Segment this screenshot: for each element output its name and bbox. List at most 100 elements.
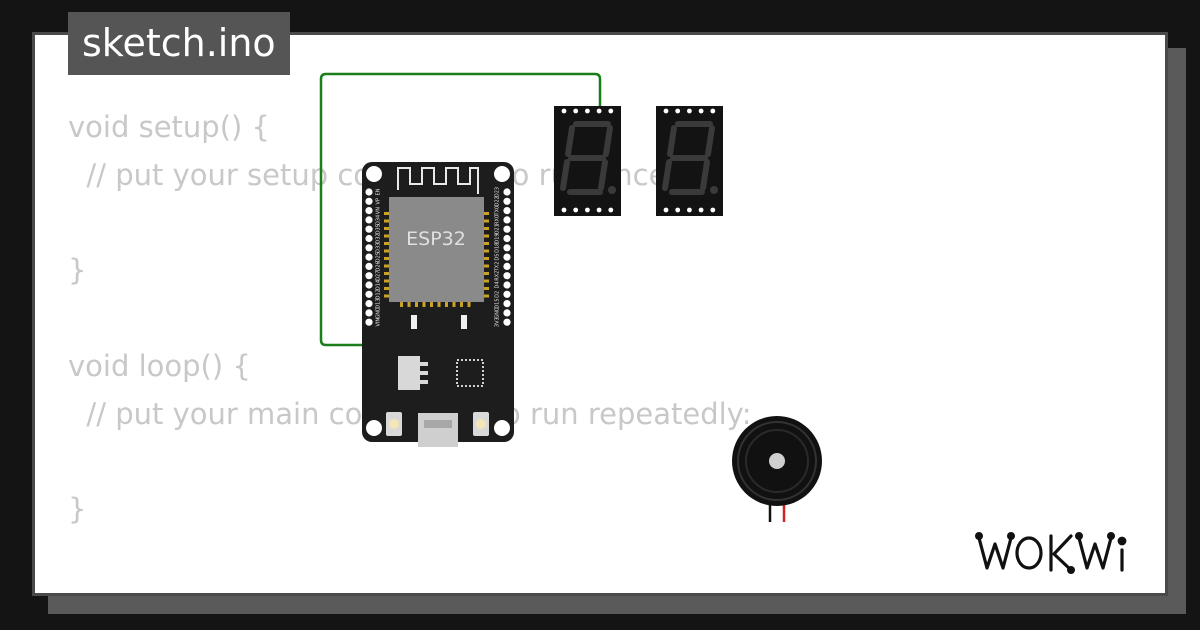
pin-label: VIN — [376, 318, 382, 327]
decimal-point — [608, 186, 616, 194]
header-pin[interactable] — [503, 188, 511, 196]
display-pin[interactable] — [698, 108, 704, 114]
display-segment — [603, 125, 613, 157]
pin-label: D27 — [376, 271, 382, 281]
pin-label: EN — [376, 188, 382, 195]
pin-label: VP — [376, 198, 382, 204]
header-pin[interactable] — [365, 281, 373, 289]
display-segment — [705, 125, 715, 157]
header-pin[interactable] — [503, 290, 511, 298]
pin-label: D22 — [495, 196, 501, 206]
pin-label: 3V3 — [495, 317, 501, 327]
header-pin[interactable] — [503, 234, 511, 243]
display-pin[interactable] — [585, 108, 590, 114]
display-segment — [667, 125, 677, 157]
header-pin[interactable] — [503, 318, 511, 326]
display-pin[interactable] — [710, 207, 716, 213]
header-pin[interactable] — [365, 197, 373, 205]
header-pin[interactable] — [365, 188, 373, 196]
code-line: } — [68, 492, 87, 527]
header-pin[interactable] — [503, 244, 511, 252]
pin-label: RX0 — [495, 215, 501, 225]
wire[interactable] — [319, 72, 602, 347]
pin-label: D26 — [376, 261, 382, 271]
header-pin[interactable] — [365, 290, 373, 298]
pin-label: D19 — [495, 233, 501, 243]
pin-label: GND — [376, 307, 382, 319]
code-line: } — [68, 253, 87, 288]
display-pin[interactable] — [710, 108, 716, 114]
pin-label: D5 — [495, 254, 501, 261]
header-pin[interactable] — [503, 309, 511, 317]
pin-label: D2 — [495, 291, 501, 298]
display-pin[interactable] — [573, 108, 579, 114]
pin-label: D34 — [376, 215, 382, 225]
header-pin[interactable] — [365, 216, 373, 224]
header-pin[interactable] — [365, 262, 373, 270]
esp32-module — [389, 197, 484, 302]
pin-label: TX0 — [495, 206, 501, 217]
buzzer-center — [769, 453, 785, 469]
display-pin[interactable] — [675, 207, 681, 213]
header-pin[interactable] — [365, 272, 373, 280]
header-pin[interactable] — [503, 300, 511, 308]
display-segment — [598, 159, 608, 191]
display-segment — [700, 159, 710, 191]
file-tab[interactable]: sketch.ino — [68, 12, 290, 75]
header-pin[interactable] — [365, 225, 373, 233]
decimal-point — [710, 186, 718, 194]
pin-label: VN — [376, 207, 382, 214]
header-pin[interactable] — [365, 300, 373, 308]
header-pin[interactable] — [365, 244, 373, 252]
display-pin[interactable] — [675, 108, 681, 114]
display-pin[interactable] — [687, 108, 692, 114]
boot-button[interactable] — [386, 412, 402, 436]
header-pin[interactable] — [365, 253, 373, 261]
display-pin[interactable] — [608, 207, 614, 213]
pin-label: RX2 — [495, 271, 501, 281]
display-segment — [565, 125, 575, 157]
pin-label: D4 — [495, 281, 501, 288]
pin-label: D12 — [376, 289, 382, 299]
display-pin[interactable] — [585, 207, 590, 213]
esp32-board[interactable]: ESP32 ENVPVND34D35D32D33D25D26D27D14D12D… — [362, 162, 514, 447]
pin-label: TX2 — [495, 262, 501, 273]
code-line: void loop() { — [68, 348, 251, 383]
pin-label: D25 — [376, 252, 382, 262]
display-pin[interactable] — [698, 207, 704, 213]
header-pin[interactable] — [503, 262, 511, 270]
header-pin[interactable] — [503, 281, 511, 289]
display-pin[interactable] — [596, 207, 602, 213]
header-pin[interactable] — [503, 197, 511, 205]
wokwi-logo[interactable] — [975, 528, 1153, 576]
header-pin[interactable] — [365, 309, 373, 317]
header-pin[interactable] — [503, 272, 511, 280]
header-pin[interactable] — [503, 253, 511, 261]
piezo-buzzer[interactable] — [732, 416, 822, 522]
seven-segment-digit-2[interactable] — [656, 106, 723, 216]
header-pin[interactable] — [503, 207, 511, 215]
header-pin[interactable] — [365, 318, 373, 326]
display-segment — [560, 159, 570, 191]
pin-label: D32 — [376, 233, 382, 243]
display-pin[interactable] — [687, 207, 692, 213]
header-pin[interactable] — [365, 234, 373, 243]
display-pin[interactable] — [608, 108, 614, 114]
code-line: void setup() { — [68, 110, 270, 144]
display-pin[interactable] — [596, 108, 602, 114]
display-pin[interactable] — [561, 108, 567, 114]
header-pin[interactable] — [503, 216, 511, 224]
pin-label: D33 — [376, 243, 382, 253]
display-pin[interactable] — [561, 207, 567, 213]
pin-label: D14 — [376, 280, 382, 290]
seven-segment-digit-1[interactable] — [554, 106, 621, 216]
header-pin[interactable] — [503, 225, 511, 233]
en-button[interactable] — [473, 412, 489, 436]
display-pin[interactable] — [573, 207, 579, 213]
header-pin[interactable] — [365, 207, 373, 215]
pin-label: D13 — [376, 298, 382, 308]
esp32-label: ESP32 — [406, 228, 466, 250]
display-pin[interactable] — [663, 207, 669, 213]
display-pin[interactable] — [663, 108, 669, 114]
